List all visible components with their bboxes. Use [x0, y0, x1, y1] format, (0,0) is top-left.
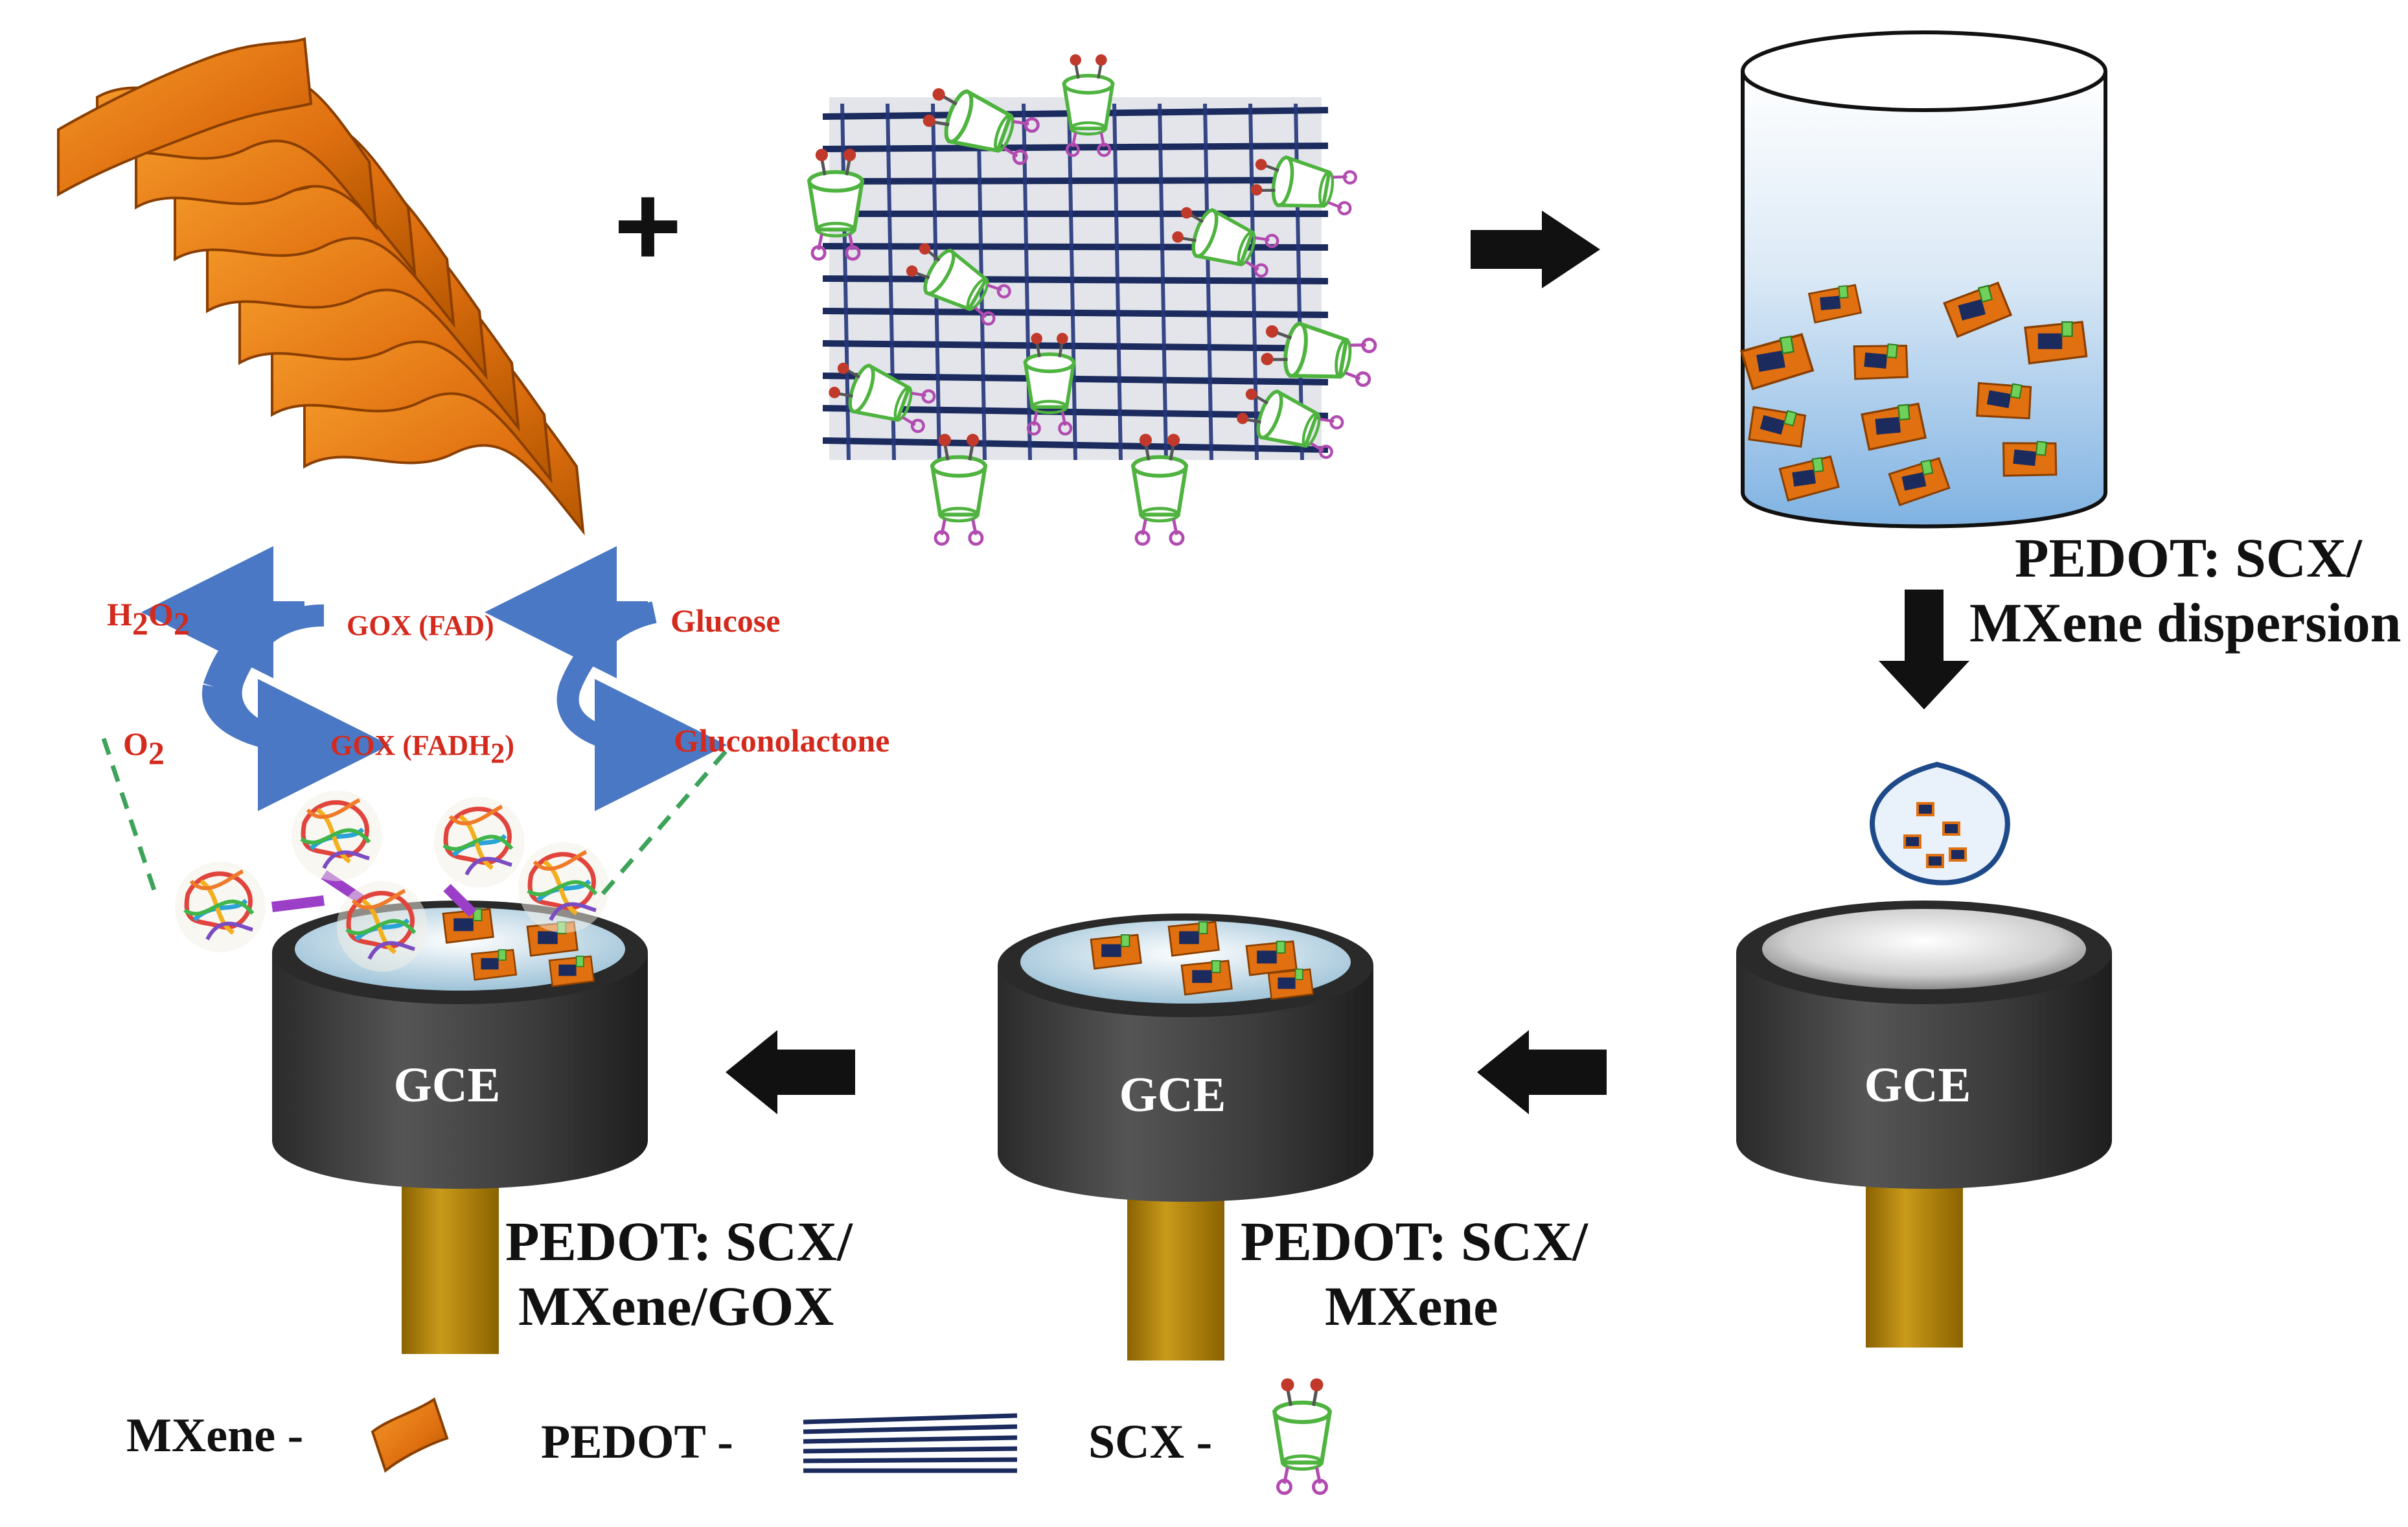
electrode-2-label-line2: MXene	[1325, 1275, 1498, 1337]
electrode-3-label-line1: PEDOT: SCX/	[505, 1210, 853, 1272]
h2o2-label: H2O2	[107, 596, 190, 641]
gox-fad-label: GOX (FAD)	[347, 610, 494, 641]
dispersion-label-line1: PEDOT: SCX/	[2015, 527, 2363, 589]
gox-fadh2-label: GOX (FADH2)	[330, 729, 514, 769]
legend-pedot-label: PEDOT -	[541, 1416, 733, 1469]
gluconolactone-label: Gluconolactone	[674, 722, 889, 759]
o2-label: O2	[123, 726, 165, 771]
electrode-2-label-line1: PEDOT: SCX/	[1241, 1210, 1588, 1272]
electrode-1-name: GCE	[1864, 1058, 1971, 1112]
mxene-stack-illustration	[57, 37, 585, 536]
plus-sign: +	[613, 161, 682, 291]
electrode-bare-gce: GCE	[1736, 901, 2112, 1348]
arrow-left-bottom-left	[726, 1030, 855, 1114]
electrode-3-label-line2: MXene/GOX	[518, 1275, 834, 1337]
arrow-down	[1879, 590, 1969, 709]
electrode-3-name: GCE	[394, 1058, 501, 1112]
electrode-pedot-scx-mxene: GCE	[998, 913, 1373, 1361]
enzymatic-reaction-cycle	[141, 546, 727, 811]
legend-mxene-swatch	[371, 1397, 449, 1473]
dispersion-label-line2: MXene dispersion	[1969, 591, 2402, 654]
legend: MXene - PEDOT - SCX -	[126, 1379, 1330, 1494]
legend-scx-label: SCX -	[1088, 1416, 1212, 1469]
legend-pedot-swatch	[803, 1413, 1018, 1473]
legend-scx-swatch	[1275, 1379, 1330, 1494]
gox-enzymes	[175, 790, 609, 972]
glucose-label: Glucose	[671, 603, 780, 639]
dispersion-drop	[1870, 761, 2010, 886]
electrode-2-name: GCE	[1119, 1068, 1226, 1122]
dispersion-beaker	[1739, 30, 2107, 529]
arrow-left-bottom-right	[1477, 1030, 1607, 1114]
pedot-scx-network-illustration	[809, 54, 1377, 544]
arrow-right-top	[1471, 211, 1600, 288]
legend-mxene-label: MXene -	[126, 1409, 303, 1462]
